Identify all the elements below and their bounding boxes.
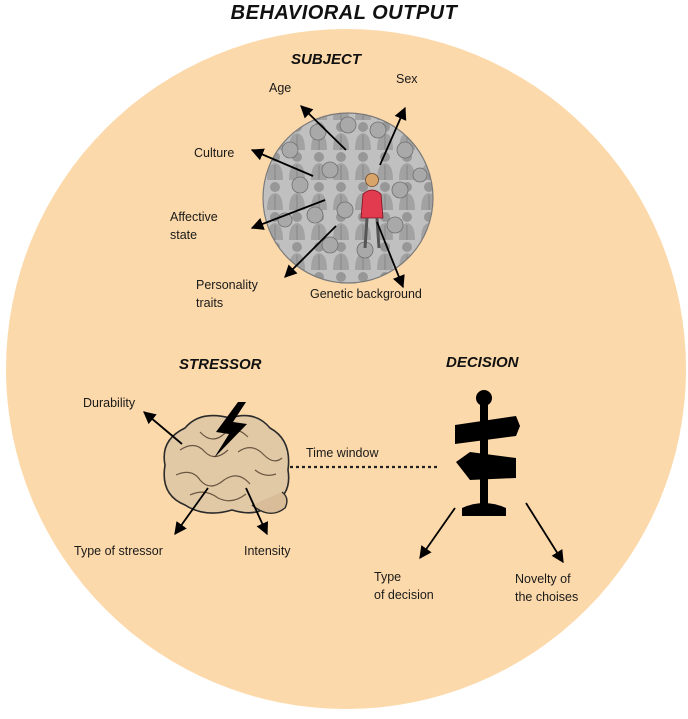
label-sex: Sex: [396, 72, 418, 86]
decision-heading: DECISION: [446, 354, 519, 371]
label-age: Age: [269, 81, 292, 95]
stressor-heading: STRESSOR: [179, 356, 262, 373]
label-affective-state: Affective state: [170, 210, 218, 243]
label-genetic-background: Genetic background: [310, 287, 422, 301]
label-type-of-decision: Type of decision: [374, 570, 434, 603]
lightning-icon: [214, 402, 247, 458]
label-intensity: Intensity: [244, 544, 291, 558]
label-type-of-stressor: Type of stressor: [74, 544, 163, 558]
label-culture: Culture: [194, 146, 235, 160]
decision-arrows: [419, 502, 564, 564]
label-novelty-of-choices: Novelty of the choises: [515, 572, 579, 605]
brain-illustration: [163, 414, 290, 514]
signpost-icon: [455, 390, 520, 516]
label-time-window: Time window: [306, 446, 379, 460]
subject-heading: SUBJECT: [291, 51, 362, 68]
label-personality-traits: Personality traits: [196, 278, 258, 311]
diagram-title: BEHAVIORAL OUTPUT: [230, 2, 458, 24]
label-durability: Durability: [83, 396, 136, 410]
highlighted-person: [360, 173, 384, 249]
crowd-image: [262, 112, 434, 284]
background-circle: [6, 29, 686, 709]
stressor-arrows: [143, 411, 269, 536]
subject-arrows: [250, 105, 407, 289]
